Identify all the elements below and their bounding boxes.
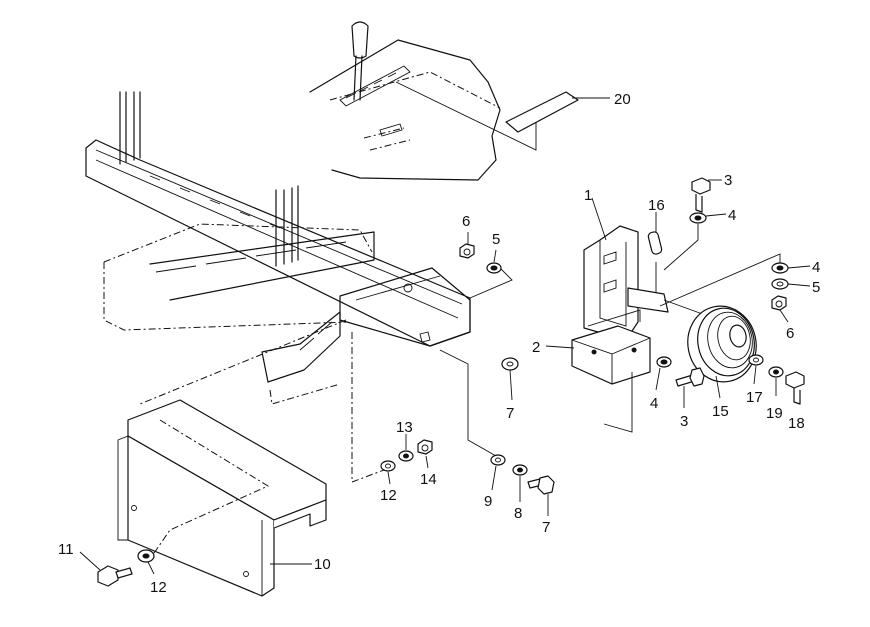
main-frame <box>85 91 513 483</box>
callout-6: 6 <box>462 213 470 230</box>
callout-2: 2 <box>532 339 540 356</box>
shaft-plate <box>627 253 781 317</box>
callout-19: 19 <box>766 405 783 422</box>
callout-1: 1 <box>584 187 592 204</box>
callout-6: 6 <box>786 325 794 342</box>
part-15-pulley <box>687 305 757 399</box>
callout-12: 12 <box>380 487 397 504</box>
callout-12: 12 <box>150 579 167 596</box>
callout-20: 20 <box>614 91 631 108</box>
callout-5: 5 <box>812 279 820 296</box>
part-10-belt-cover <box>117 399 327 597</box>
callout-18: 18 <box>788 415 805 432</box>
hardware-lower-left <box>79 549 155 587</box>
callout-14: 14 <box>420 471 437 488</box>
hardware <box>380 177 811 516</box>
callout-9: 9 <box>484 493 492 510</box>
callout-17: 17 <box>746 389 763 406</box>
callout-4: 4 <box>812 259 820 276</box>
callout-4: 4 <box>650 395 658 412</box>
callout-3: 3 <box>724 172 732 189</box>
callout-10: 10 <box>314 556 331 573</box>
callout-labels: 20 3 1 16 4 6 5 4 5 6 2 7 4 3 15 17 19 1… <box>58 91 820 596</box>
callout-15: 15 <box>712 403 729 420</box>
part-16-pin <box>647 212 663 300</box>
callout-8: 8 <box>514 505 522 522</box>
callout-7: 7 <box>506 405 514 422</box>
callout-13: 13 <box>396 419 413 436</box>
callout-3: 3 <box>680 413 688 430</box>
callout-5: 5 <box>492 231 500 248</box>
callout-11: 11 <box>58 541 74 558</box>
part-2-bracket <box>545 325 651 433</box>
callout-16: 16 <box>648 197 665 214</box>
table-top-assembly <box>309 21 537 181</box>
callout-7: 7 <box>542 519 550 536</box>
callout-4: 4 <box>728 207 736 224</box>
part-1-bracket <box>583 197 641 341</box>
part-20-label-strip <box>505 91 610 133</box>
